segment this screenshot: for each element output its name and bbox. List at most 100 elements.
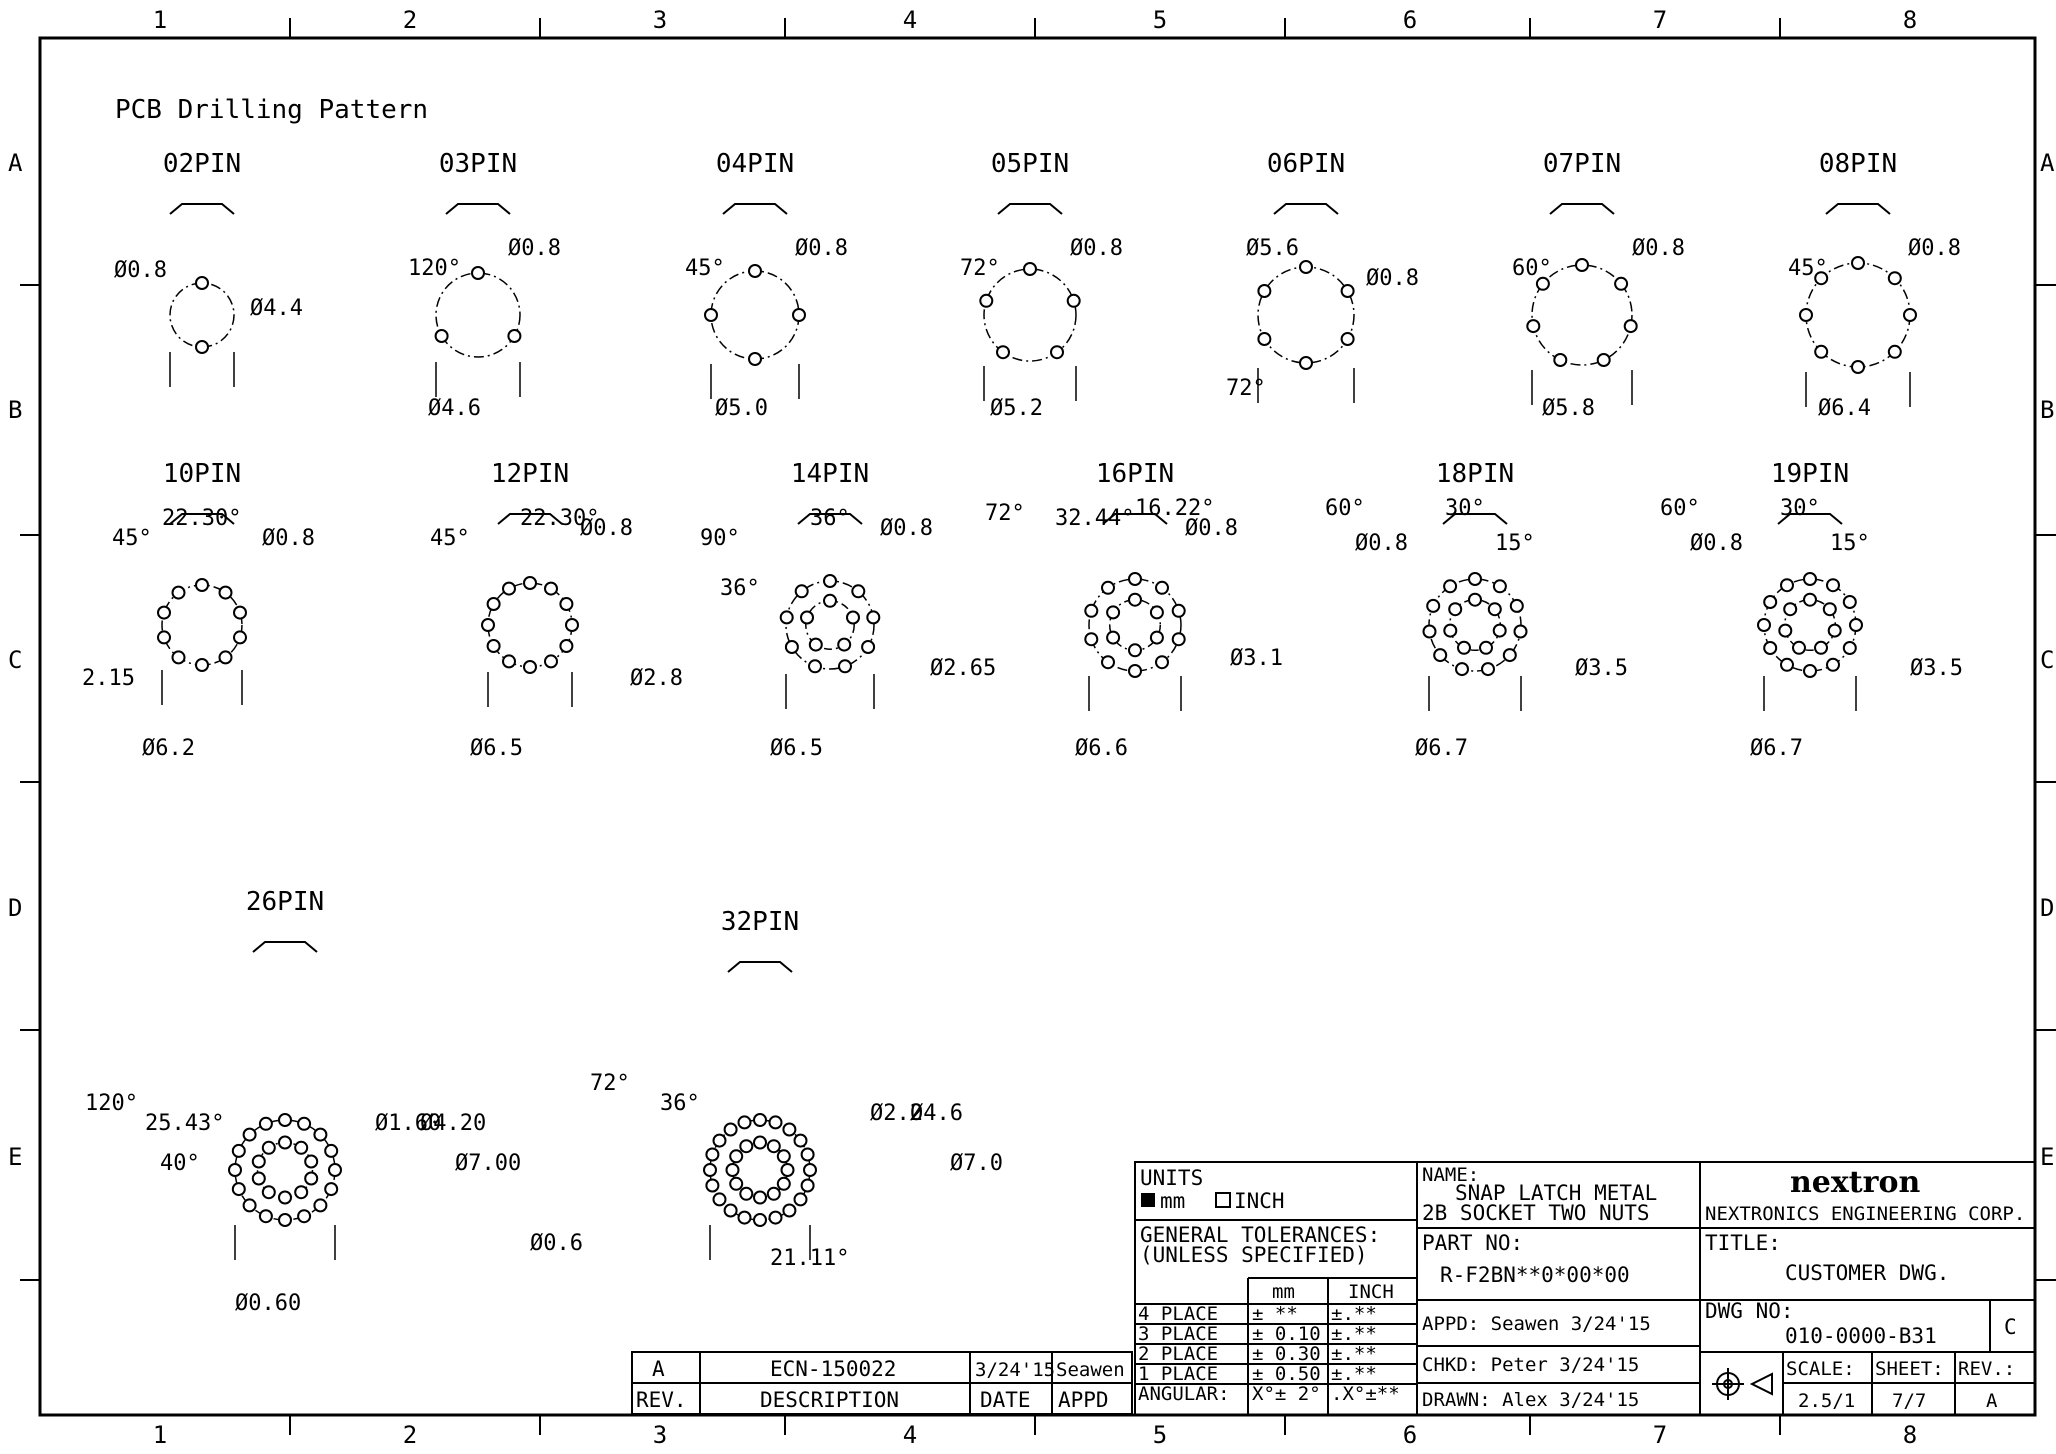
- pin-hole: [486, 639, 501, 653]
- pin-hole: [1171, 603, 1186, 618]
- dimension-annotation: Ø6.5: [470, 736, 523, 761]
- pin-hole: [1803, 664, 1817, 678]
- pin-hole: [1443, 623, 1458, 638]
- pin-hole: [195, 578, 209, 592]
- pin-hole: [1803, 572, 1817, 586]
- latch-key-symbol: [1825, 203, 1891, 215]
- dimension-annotation: Ø4.20: [420, 1111, 486, 1136]
- pin-hole: [837, 637, 852, 652]
- pin-hole: [233, 605, 247, 620]
- drawn-line: DRAWN: Alex 3/24'15: [1422, 1389, 1639, 1411]
- title-block-grid: [1134, 1161, 2036, 1416]
- pin-hole: [753, 1135, 767, 1150]
- pin-hole: [565, 618, 579, 632]
- dimension-annotation: Ø5.8: [1542, 396, 1595, 421]
- pin-hole: [1778, 623, 1793, 638]
- pin-hole: [1623, 319, 1638, 334]
- pin-hole: [1513, 624, 1528, 639]
- pin-hole: [1763, 595, 1778, 609]
- pin-hole: [1455, 662, 1469, 677]
- zone-column-label-top: 1: [153, 6, 167, 34]
- pin-hole: [195, 276, 209, 290]
- pin-hole: [328, 1163, 342, 1177]
- pin-hole: [753, 1113, 767, 1127]
- tolerance-mm: X°± 2°: [1252, 1383, 1321, 1405]
- tolerance-col-inch: INCH: [1348, 1281, 1394, 1303]
- zone-row-label-right: D: [2040, 894, 2054, 922]
- revision-header-appd: APPD: [1058, 1388, 1109, 1412]
- pin-hole: [739, 1139, 754, 1154]
- zone-column-label-bottom: 3: [653, 1421, 667, 1449]
- dimension-annotation: 60°: [1512, 256, 1552, 281]
- pin-hole: [258, 1209, 273, 1224]
- pin-hole: [559, 639, 574, 653]
- pin-hole: [996, 345, 1010, 360]
- pin-hole: [544, 581, 558, 596]
- dimension-annotation: 72°: [960, 256, 1000, 281]
- name-line-1: SNAP LATCH METAL: [1455, 1181, 1657, 1205]
- pin-pattern-label: 04PIN: [716, 149, 794, 179]
- tolerance-table: 4 PLACE± **±.**3 PLACE± 0.10±.**2 PLACE±…: [1138, 1303, 1400, 1405]
- pin-hole: [1149, 605, 1164, 620]
- dimension-annotation: Ø0.8: [580, 516, 633, 541]
- dimension-annotation: Ø5.0: [715, 396, 768, 421]
- pin-hole: [1826, 657, 1840, 672]
- part-no-label: PART NO:: [1422, 1231, 1523, 1255]
- dimension-annotation: Ø6.6: [1075, 736, 1128, 761]
- latch-key-symbol: [252, 941, 318, 953]
- sheet-value: 7/7: [1892, 1390, 1926, 1412]
- zone-column-label-top: 3: [653, 6, 667, 34]
- pin-pattern-label: 07PIN: [1543, 149, 1621, 179]
- pin-hole: [779, 610, 794, 625]
- dimension-annotation: Ø6.5: [770, 736, 823, 761]
- dimension-annotation: Ø4.4: [250, 296, 303, 321]
- pin-hole: [866, 610, 881, 625]
- pin-hole: [1851, 360, 1865, 374]
- pin-hole: [780, 1163, 795, 1177]
- pin-hole: [768, 1115, 783, 1130]
- pin-hole: [800, 610, 814, 625]
- pin-hole: [195, 658, 209, 672]
- pin-hole: [794, 584, 809, 599]
- pin-hole: [523, 660, 537, 674]
- name-line-2: 2B SOCKET TWO NUTS: [1422, 1201, 1650, 1225]
- pin-hole: [1509, 598, 1524, 613]
- pin-hole: [1614, 276, 1629, 291]
- revision-date: 3/24'15: [975, 1359, 1055, 1381]
- pin-hole: [1426, 598, 1441, 613]
- pin-hole: [228, 1163, 242, 1177]
- pin-hole: [261, 1140, 276, 1155]
- units-inch-checkbox: [1215, 1192, 1231, 1208]
- pin-hole: [800, 1147, 815, 1162]
- pin-hole: [1448, 602, 1463, 617]
- pin-hole: [1492, 623, 1507, 638]
- pin-pattern-label: 12PIN: [491, 459, 569, 489]
- dimension-annotation: Ø1.60: [375, 1111, 441, 1136]
- pin-hole: [157, 605, 171, 620]
- pin-hole: [808, 637, 823, 652]
- pin-hole: [1814, 344, 1829, 359]
- pin-hole: [1155, 655, 1169, 670]
- dimension-annotation: 36°: [810, 506, 850, 531]
- dimension-annotation: Ø0.6: [530, 1231, 583, 1256]
- pin-hole: [712, 1192, 727, 1207]
- dimension-annotation: 15°: [1495, 531, 1535, 556]
- dimension-annotation: Ø4.6: [910, 1101, 963, 1126]
- revision-header-date: DATE: [980, 1388, 1031, 1412]
- dimension-annotation: Ø5.6: [1246, 236, 1299, 261]
- latch-key-symbol: [1549, 203, 1615, 215]
- pin-pattern-label: 05PIN: [991, 149, 1069, 179]
- pin-hole: [1299, 260, 1313, 274]
- pin-hole: [808, 659, 822, 674]
- pin-hole: [1596, 353, 1611, 367]
- dimension-annotation: Ø0.8: [795, 236, 848, 261]
- pin-hole: [753, 1213, 767, 1227]
- pitch-circle: [709, 1119, 811, 1221]
- pin-hole: [1553, 353, 1568, 367]
- pitch-circle: [435, 272, 521, 358]
- pin-hole: [1340, 284, 1355, 298]
- tolerance-mm: ± 0.10: [1252, 1323, 1321, 1345]
